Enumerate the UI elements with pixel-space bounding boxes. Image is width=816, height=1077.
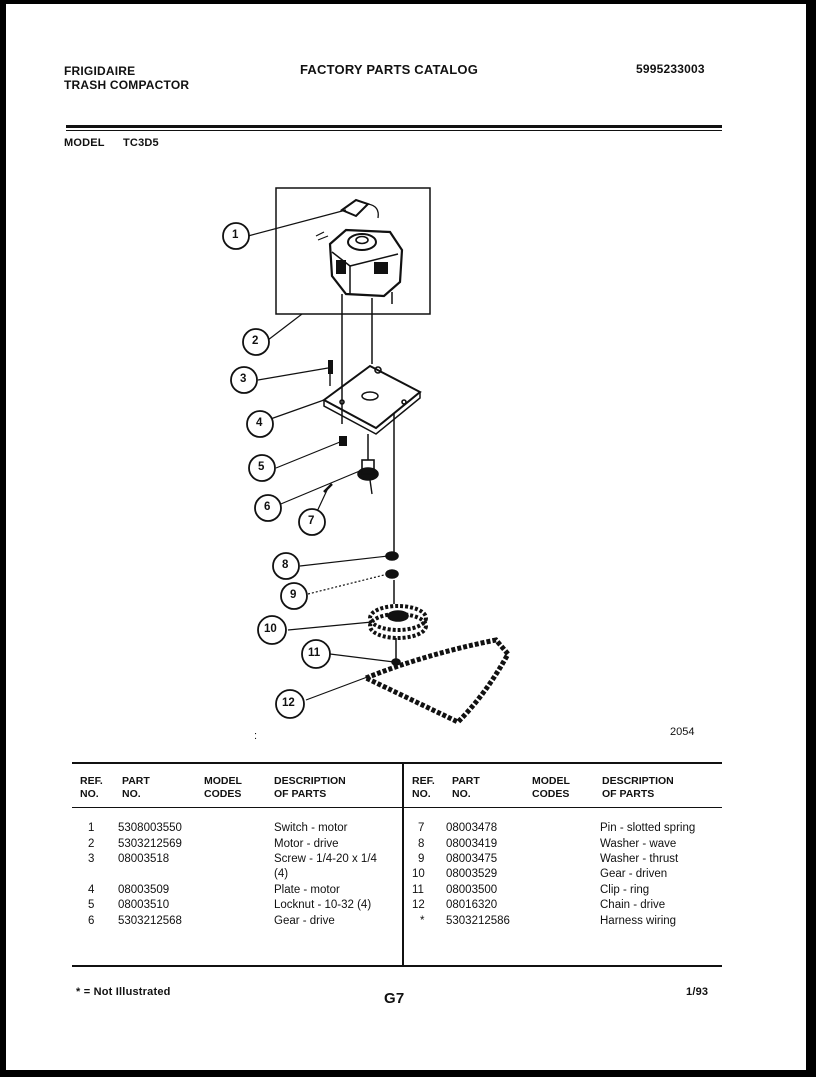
drive-gear-drawing [357,434,379,495]
driven-gear-drawing [368,604,428,640]
model-label: MODEL [64,137,105,149]
table-center-divider [402,762,404,966]
motor-drawing [315,228,404,298]
table-header-rule [72,807,722,808]
header-rule-top [66,125,722,128]
table-row-ref: 11 [412,884,424,896]
callout-8: 8 [282,559,289,571]
table-row-desc: Plate - motor [274,884,340,896]
catalog-title: FACTORY PARTS CATALOG [300,62,479,77]
catalog-page: FRIGIDAIRE TRASH COMPACTOR FACTORY PARTS… [6,4,806,1070]
table-row-desc: Washer - wave [600,838,677,850]
callout-bubbles [222,222,331,719]
table-row-desc: Washer - thrust [600,853,679,865]
col-ref-header: REF.NO. [80,775,103,800]
table-row-part: 08003518 [118,853,170,865]
table-row-desc: Gear - drive [274,915,335,927]
callout-1: 1 [232,229,239,241]
table-row-ref: 8 [418,838,425,850]
page-number: G7 [384,990,405,1007]
table-row-part: 08003509 [118,884,170,896]
figure-number: 2054 [670,726,695,738]
callout-3: 3 [240,373,247,385]
table-row-part: 08003475 [446,853,498,865]
table-row-part: 08003478 [446,822,498,834]
not-illustrated-note: * = Not Illustrated [76,986,171,998]
callout-4: 4 [256,417,263,429]
callout-labels: 1 2 3 4 5 6 7 8 9 10 11 12 2054 : [6,4,806,764]
table-top-rule [72,762,722,764]
drive-chain-drawing [359,637,512,726]
table-row-part: 5303212569 [118,838,182,850]
table-row-part: 5303212568 [118,915,182,927]
brand-name: FRIGIDAIRE [64,64,136,78]
table-row-ref: 1 [88,822,95,834]
callout-12: 12 [282,697,295,709]
table-row-ref: 9 [418,853,425,865]
table-row-desc: Screw - 1/4-20 x 1/4 [274,853,377,865]
catalog-number: 5995233003 [636,62,705,76]
table-row-desc-continued: (4) [274,868,289,880]
callout-6: 6 [264,501,271,513]
table-row-ref: 6 [88,915,95,927]
header-rule-bottom [66,130,722,131]
col-ref-header-right: REF.NO. [412,775,435,800]
table-row-part: 08003500 [446,884,498,896]
table-row-desc: Locknut - 10-32 (4) [274,899,372,911]
motor-plate-drawing [322,364,422,435]
catalog-date: 1/93 [686,986,709,998]
table-row-part: 08003529 [446,868,498,880]
table-row-ref: 2 [88,838,95,850]
locknut-drawing [339,436,347,446]
table-row-part: 5303212586 [446,915,510,927]
table-row-ref: 10 [412,868,425,880]
table-row-desc: Harness wiring [600,915,677,927]
table-row-desc: Switch - motor [274,822,348,834]
table-row-part: 08003510 [118,899,170,911]
table-row-part: 08003419 [446,838,498,850]
table-bottom-rule [72,965,722,967]
motor-assembly-box [275,187,431,315]
table-row-desc: Pin - slotted spring [600,822,696,834]
table-row-ref: 12 [412,899,425,911]
table-row-ref: 7 [418,822,425,834]
table-row-desc: Clip - ring [600,884,650,896]
exploded-parts-diagram [222,187,512,726]
table-row-ref: 5 [88,899,95,911]
table-row-desc: Gear - driven [600,868,668,880]
table-row-desc: Chain - drive [600,899,666,911]
table-row-desc: Motor - drive [274,838,339,850]
product-name: TRASH COMPACTOR [64,78,190,92]
screw-drawing [328,360,333,374]
table-row-ref: * [420,915,425,927]
table-row-ref: 3 [88,853,95,865]
callout-11: 11 [308,647,321,659]
callout-2: 2 [252,335,259,347]
table-row-ref: 4 [88,884,95,896]
callout-9: 9 [290,589,297,601]
callout-10: 10 [264,623,277,635]
separator-dot: : [254,730,258,742]
callout-7: 7 [308,515,315,527]
table-row-part: 5308003550 [118,822,182,834]
callout-5: 5 [258,461,265,473]
table-row-part: 08016320 [446,899,498,911]
model-value: TC3D5 [123,137,159,149]
